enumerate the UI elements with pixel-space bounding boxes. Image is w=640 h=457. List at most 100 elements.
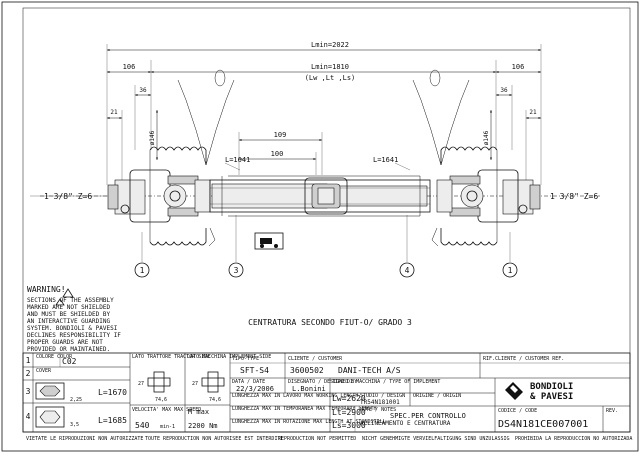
tube-section-3	[35, 382, 65, 400]
code-label: CODICE / CODE	[498, 408, 537, 414]
notes-value: SPEC.PER CONTROLLO	[390, 412, 466, 420]
dim-21-left: 21	[110, 109, 118, 116]
working-length-label: LUNGHEZZA MAX IN LAVORO MAX WORKING LENG…	[232, 393, 358, 399]
revision-label: REV.	[606, 408, 618, 414]
tube-thickness-4: 3,5	[70, 422, 79, 428]
callout-balloons	[134, 215, 518, 278]
tube-section-4	[35, 406, 65, 428]
dim-36-right: 36	[500, 87, 508, 94]
warning-line-2: MARKED ARE NOT SHIELDED	[27, 304, 110, 311]
cover-label: COVER	[36, 368, 52, 374]
dim-lmin-inner: Lmin=1810	[311, 63, 349, 71]
spline-right-label: 1 3/8" Z=6	[550, 192, 598, 201]
color-label: COLORE COLOR	[36, 354, 73, 360]
implement-side-label: LATO MACCHINA IMPLEMENT SIDE	[187, 354, 271, 360]
callout-1-right: 1	[508, 266, 513, 275]
cross-size-tractor: 27	[138, 381, 144, 387]
dim-106-right: 106	[512, 63, 525, 71]
date-value: 22/3/2006	[236, 385, 274, 393]
warning-line-3: AND MUST BE SHIELDED BY	[27, 311, 110, 318]
code-value: DS4N181CE007001	[498, 419, 588, 430]
implement-type-label: TIPO DI MACCHINA / TYPE OF IMPLEMENT	[332, 379, 440, 385]
warning-title: WARNING!	[27, 285, 66, 294]
footer-notice-es: PROHIBIDA LA REPRODUCCION NO AUTORIZADA	[515, 436, 632, 442]
cross-width-implement: 74,6	[209, 397, 221, 403]
drawing-frame	[22, 7, 631, 433]
dim-100: 100	[271, 150, 284, 158]
dim-phi146-left: ø146	[149, 130, 156, 145]
row-number-4: 4	[26, 412, 31, 421]
length-1641-left: L=1641	[225, 156, 250, 164]
customer-ref-label: RIF.CLIENTE / CUSTOMER REF.	[483, 356, 564, 362]
customer-label: CLIENTE / CUSTOMER	[288, 356, 343, 362]
brand-name-2: & PAVESI	[530, 392, 573, 402]
footer-notice-de: NICHT GENEHMIGTE VERVIELFALTIGUNG SIND U…	[362, 436, 510, 442]
color-code: C02	[62, 357, 77, 366]
row-number-2: 2	[26, 369, 31, 378]
design-label: STUDIO / DESIGN	[360, 393, 405, 399]
designed-by-value: L.Bonini	[292, 385, 326, 393]
warning-line-8: PROVIDED OR MAINTAINED.	[27, 346, 110, 353]
footer-notice-fr: TOUTE REPRODUCTION NON AUTORISEE EST INT…	[145, 436, 283, 442]
dim-106-left: 106	[123, 63, 136, 71]
row-number-3: 3	[26, 387, 31, 396]
title-block-grid	[22, 352, 631, 433]
tube-length-4: L=1685	[98, 416, 127, 425]
cross-journal-icons	[147, 371, 225, 393]
row-number-1: 1	[26, 356, 31, 365]
dim-109: 109	[274, 131, 287, 139]
max-torque-label: M max	[188, 408, 209, 416]
standstill-length-value: Ls=3000	[332, 421, 366, 430]
design-value: TR54N181001	[360, 399, 400, 406]
warning-line-6: DECLINES RESPONSIBILITY IF	[27, 332, 121, 339]
tube-length-3: L=1670	[98, 388, 127, 397]
warning-line-7: PROPER GUARDS ARE NOT	[27, 339, 103, 346]
warning-line-5: SYSTEM. BONDIOLI & PAVESI	[27, 325, 118, 332]
brand-name-1: BONDIOLI	[530, 382, 573, 392]
dim-lmin-total: Lmin=2022	[311, 41, 349, 49]
working-length-value: Lw=2620	[332, 394, 366, 403]
notes-label: NOTE / NOTES	[360, 407, 396, 413]
centering-note: CENTRATURA SECONDO FIUT-O/ GRADO 3	[248, 318, 412, 327]
spline-left-label: 1 3/8" Z=6	[44, 192, 92, 201]
type-value: SFT-S4	[240, 366, 269, 375]
customer-code: 3600502	[290, 366, 324, 375]
length-1641-right: L=1641	[373, 156, 398, 164]
max-speed-unit: min-1	[160, 424, 175, 430]
dim-phi146-right: ø146	[483, 130, 490, 145]
tractor-side-label: LATO TRATTORE TRACTOR SIDE	[132, 354, 210, 360]
callout-1-left: 1	[140, 266, 145, 275]
standstill-length-label: LUNGHEZZA MAX IN ROTAZIONE MAX LENGTH AT…	[232, 419, 386, 425]
max-speed-value: 540	[135, 421, 150, 430]
callout-3: 3	[234, 266, 239, 275]
warning-line-4: AN INTERACTIVE GUARDING	[27, 318, 110, 325]
customer-name: DANI-TECH A/S	[338, 366, 401, 375]
dim-36-left: 36	[139, 87, 147, 94]
cross-size-implement: 27	[192, 381, 198, 387]
cross-width-tractor: 74,6	[155, 397, 167, 403]
type-label: TIPO-TYPE	[232, 356, 259, 362]
warning-triangle-icon-2	[55, 298, 65, 306]
date-label: DATA / DATE	[232, 379, 265, 385]
driveline-assembly	[40, 69, 600, 247]
footer-notice-it: VIETATE LE RIPRODUZIONI NON AUTORIZZATE	[26, 436, 143, 442]
tube-thickness-3: 2,25	[70, 397, 82, 403]
designed-by-label: DISEGNATO / DESIGNED BY	[288, 379, 357, 385]
warning-line-1: SECTIONS OF THE ASSEMBLY	[27, 297, 114, 304]
temporary-length-label: LUNGHEZZA MAX IN TEMPORANEA MAX TEMPORAR…	[232, 406, 377, 412]
dim-21-right: 21	[529, 109, 537, 116]
max-torque-value: 2200 Nm	[188, 422, 218, 430]
bondioli-pavesi-logo	[505, 382, 523, 400]
dim-lmin-inner-sub: (Lw ,Lt ,Ls)	[305, 74, 356, 82]
max-speed-label: VELOCITA' MAX MAX SPEED	[132, 407, 201, 413]
temporary-length-value: Lt=2900	[332, 408, 366, 417]
tractor-pictogram	[254, 232, 284, 250]
callout-4: 4	[405, 266, 410, 275]
footer-notice-en: REPRODUCTION NOT PERMITTED	[278, 436, 356, 442]
origin-label: ORIGINE / ORIGIN	[413, 393, 461, 399]
notes-value-2: ALLINEAMENTO E CENTRATURA	[360, 420, 451, 427]
warning-triangle-icon	[62, 288, 74, 298]
